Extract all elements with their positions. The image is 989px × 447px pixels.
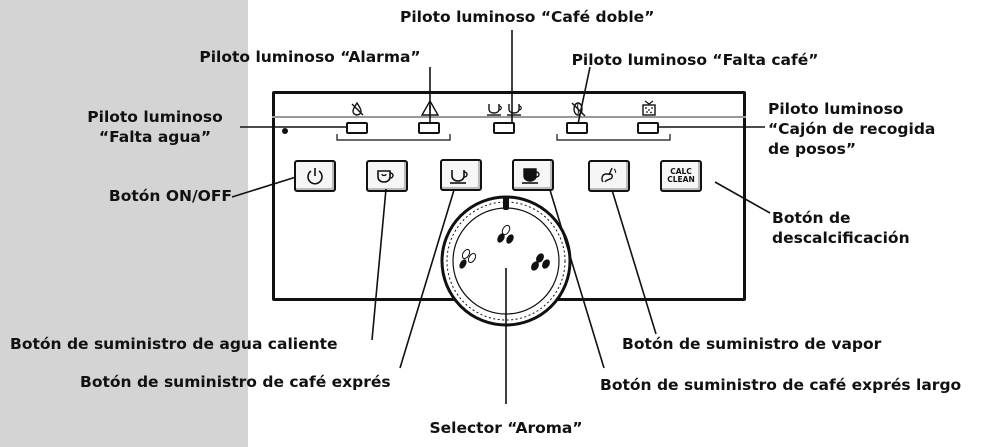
label-cafe-expres: Botón de suministro de café exprés: [80, 373, 391, 391]
label-cajon-line2: “Cajón de recogida: [768, 120, 936, 138]
label-falta-cafe: Piloto luminoso “Falta café”: [571, 51, 819, 69]
label-agua-caliente: Botón de suministro de agua caliente: [10, 335, 338, 353]
label-falta-agua: Piloto luminoso “Falta agua”: [60, 107, 250, 147]
label-cafe-expres-largo: Botón de suministro de café exprés largo: [600, 376, 962, 394]
power-icon: [307, 168, 323, 185]
bean-icons-strong: [531, 253, 550, 271]
label-falta-agua-line1: Piloto luminoso: [87, 108, 223, 126]
label-vapor: Botón de suministro de vapor: [622, 335, 882, 353]
calc-clean-label: CALC CLEAN: [667, 168, 695, 184]
sidebar-gray-band: [0, 0, 248, 447]
label-descalcificacion: Botón de descalcificación: [772, 208, 982, 248]
led-alarma: [418, 122, 440, 134]
label-cajon-line1: Piloto luminoso: [768, 100, 904, 118]
calc-text: CALC: [670, 167, 692, 176]
on-off-button[interactable]: [294, 160, 336, 192]
steam-button[interactable]: [588, 160, 630, 192]
label-descal-line1: Botón de: [772, 209, 851, 227]
led-falta-cafe: [566, 122, 588, 134]
led-cajon-posos: [637, 122, 659, 134]
long-espresso-button[interactable]: [512, 159, 554, 191]
long-espresso-cup-icon: [522, 168, 540, 184]
grounds-drawer-icon: [642, 100, 656, 116]
no-water-icon: [351, 101, 364, 116]
led-cafe-doble: [493, 122, 515, 134]
bean-icons-light: [459, 248, 477, 269]
aroma-knob[interactable]: [440, 195, 572, 327]
bean-icons-medium: [497, 224, 514, 244]
label-falta-agua-line2: “Falta agua”: [98, 128, 212, 146]
panel-screw-dot: [282, 128, 288, 134]
clean-text: CLEAN: [667, 175, 695, 184]
label-on-off: Botón ON/OFF: [108, 187, 232, 205]
hot-water-cup-icon: [377, 170, 394, 183]
panel-divider-line: [272, 116, 746, 118]
hot-water-button[interactable]: [366, 160, 408, 192]
label-descal-line2: descalcificación: [772, 229, 910, 247]
label-alarma: Piloto luminoso “Alarma”: [199, 48, 421, 66]
label-cajon-line3: de posos”: [768, 140, 857, 158]
steam-icon: [601, 167, 617, 183]
calc-clean-button[interactable]: CALC CLEAN: [660, 160, 702, 192]
label-cajon-posos: Piloto luminoso “Cajón de recogida de po…: [768, 99, 983, 159]
double-cup-icon: [487, 104, 522, 116]
espresso-button[interactable]: [440, 159, 482, 191]
espresso-cup-icon: [450, 170, 468, 184]
no-coffee-icon: [571, 102, 586, 117]
label-cafe-doble: Piloto luminoso “Café doble”: [400, 8, 655, 26]
led-falta-agua: [346, 122, 368, 134]
label-aroma: Selector “Aroma”: [429, 419, 583, 437]
